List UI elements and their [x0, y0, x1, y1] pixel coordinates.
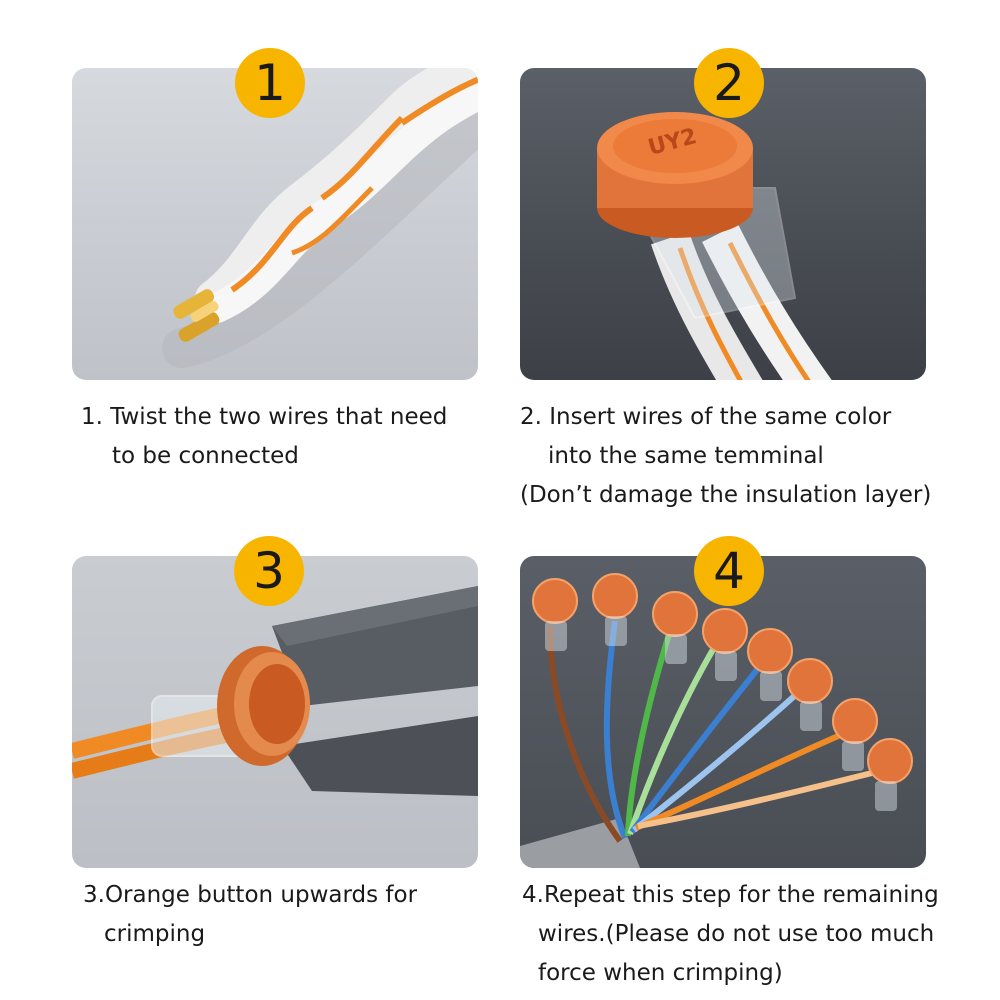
caption-line: crimping [104, 921, 206, 947]
step-4-photo [520, 556, 926, 868]
step-2-caption: 2. Insert wires of the same color into t… [520, 398, 931, 515]
step-1-caption: 1. Twist the two wires that need to be c… [81, 398, 447, 476]
step-1-photo [72, 68, 478, 380]
caption-line: into the same temminal [548, 443, 824, 469]
step-number-badge: 2 [694, 48, 764, 118]
caption-line: 3.Orange button upwards for [83, 882, 418, 908]
step-4-caption: 4.Repeat this step for the remaining wir… [522, 876, 939, 993]
caption-line: force when crimping) [538, 960, 783, 986]
step-3-photo [72, 556, 478, 868]
caption-line: 4.Repeat this step for the remaining [522, 882, 939, 908]
caption-line: to be connected [112, 443, 299, 469]
twisted-wires-illustration [162, 68, 478, 368]
caption-line: 2. Insert wires of the same color [520, 404, 892, 430]
step-2-photo: UY2 [520, 68, 926, 380]
connector-insert-illustration [597, 112, 832, 380]
step-3-caption: 3.Orange button upwards for crimping [83, 876, 417, 954]
caption-line: (Don’t damage the insulation layer) [520, 482, 932, 508]
step-number-badge: 4 [694, 536, 764, 606]
step-number-badge: 1 [235, 48, 305, 118]
caption-line: 1. Twist the two wires that need [81, 404, 448, 430]
caption-line: wires.(Please do not use too much [538, 921, 935, 947]
step-number-badge: 3 [234, 536, 304, 606]
crimping-pliers-illustration [72, 586, 478, 796]
multiple-connectors-illustration [520, 573, 913, 868]
